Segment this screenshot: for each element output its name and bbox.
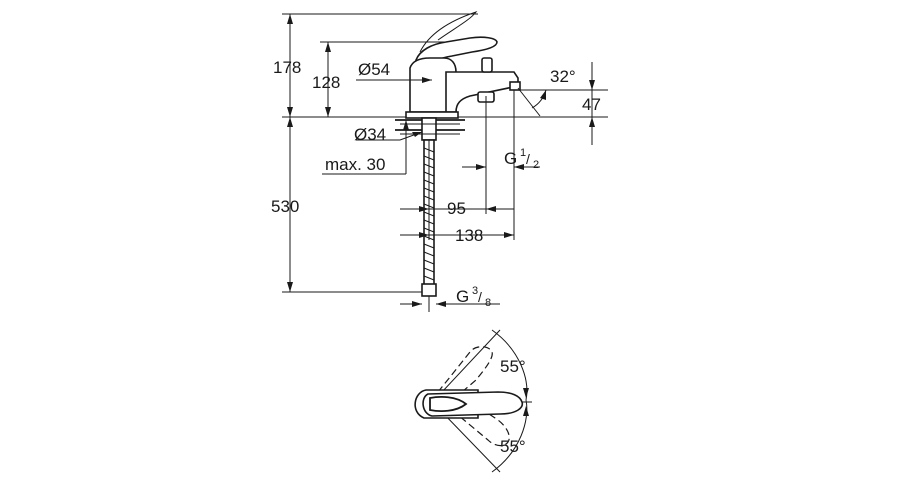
dim-138: [400, 232, 514, 238]
dim-47: [589, 62, 595, 145]
diverter-knob: [481, 57, 493, 73]
label-spout-angle: 32°: [550, 67, 576, 86]
svg-text:1: 1: [520, 147, 526, 159]
label-reach-outer: 138: [455, 226, 483, 245]
label-hole-diameter: Ø34: [354, 125, 386, 144]
label-inlet-thread: G 3 / 8: [456, 285, 491, 309]
dim-outlet-thread: [462, 164, 540, 170]
svg-text:/: /: [478, 289, 482, 305]
spout-outlet: [509, 81, 521, 91]
angle-ray-back: [441, 329, 501, 393]
svg-text:G: G: [456, 287, 469, 306]
angle-arc-front: [491, 399, 528, 473]
lever-open-position: [419, 11, 478, 53]
label-spout-drop: 47: [582, 95, 601, 114]
dim-95: [400, 206, 514, 212]
lever-cap: [429, 396, 468, 412]
dim-530: [287, 117, 293, 292]
dim-diameter-34: [356, 131, 423, 141]
dim-128: [325, 42, 331, 117]
svg-text:/: /: [526, 151, 530, 167]
lever-center-position: [422, 391, 524, 417]
label-lever-angle-front: 55°: [500, 437, 526, 456]
lever-rotated-front: [451, 395, 510, 447]
angle-ray-front: [441, 411, 501, 473]
label-max-deck: max. 30: [325, 155, 385, 174]
label-overall-height: 178: [273, 58, 301, 77]
label-below-deck: 530: [271, 197, 299, 216]
dim-diameter-54: [356, 77, 432, 83]
hose-fitting: [421, 283, 437, 297]
faucet-body: [405, 11, 521, 119]
label-lever-angle-back: 55°: [500, 357, 526, 376]
side-view: 178 128 Ø54 Ø34 max. 30 32° 47 530 95 13…: [271, 11, 608, 312]
dim-178: [287, 14, 293, 117]
faucet-base: [405, 111, 459, 119]
lever-rotated-back: [437, 346, 493, 405]
top-view: 55° 55°: [414, 329, 532, 473]
dim-spout-angle: [517, 87, 608, 117]
label-outlet-thread: G 1 / 2: [504, 147, 539, 171]
mounting-stud: [421, 117, 437, 141]
svg-text:8: 8: [485, 297, 491, 309]
label-reach-inner: 95: [447, 199, 466, 218]
dim-max-30: [322, 120, 409, 175]
label-base-diameter: Ø54: [358, 60, 390, 79]
svg-text:G: G: [504, 149, 517, 168]
svg-text:2: 2: [533, 159, 539, 171]
label-spout-height: 128: [312, 73, 340, 92]
dim-inlet-thread: [400, 301, 500, 307]
svg-text:3: 3: [472, 285, 478, 297]
